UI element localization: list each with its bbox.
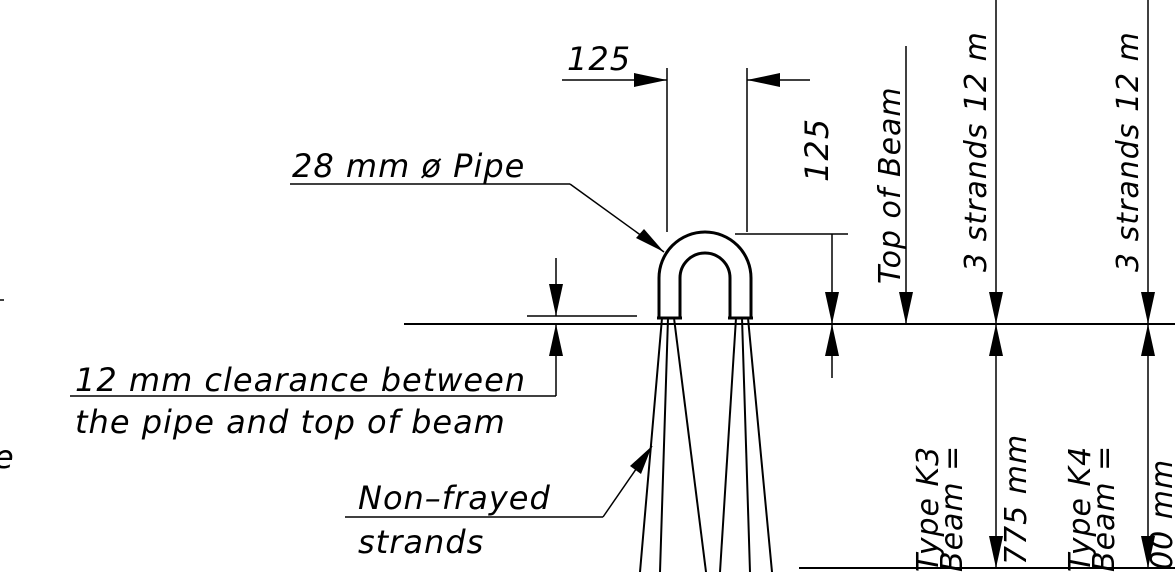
vertical-dimension-label: 125 <box>798 118 836 182</box>
nonfrayed-label-line1: Non–frayed <box>358 479 551 517</box>
strand-line <box>672 316 708 572</box>
strand-line <box>638 316 664 572</box>
horizontal-dimension-label: 125 <box>567 40 631 78</box>
top-of-beam-label: Top of Beam <box>873 86 908 284</box>
arrowhead <box>899 292 913 324</box>
arrowhead <box>636 229 664 252</box>
k4-type-label: Type K4 <box>1063 446 1098 572</box>
k4-depth-label: 900 mm <box>1145 459 1175 572</box>
vertical-125-dimension: 125 <box>735 118 848 378</box>
strand-line <box>740 316 752 572</box>
arrowhead <box>1141 324 1155 356</box>
arrowhead <box>989 536 1003 568</box>
type-k4-beam-dimension: Type K4 Beam = 900 mm <box>1063 324 1175 572</box>
pipe-callout: 28 mm ø Pipe <box>290 147 665 253</box>
k4-beam-label: Beam = <box>1087 445 1122 572</box>
strands-k4-label: 3 strands 12 m <box>1111 31 1146 272</box>
arrowhead <box>630 446 652 474</box>
arrowhead <box>989 324 1003 356</box>
strand-line <box>718 316 738 572</box>
k3-beam-label: Beam = <box>935 445 970 572</box>
nonfrayed-label-line2: strands <box>358 523 484 561</box>
clearance-dimension: 12 mm clearance between the pipe and top… <box>70 258 637 441</box>
arrowhead <box>549 324 563 356</box>
top-of-beam-callout: Top of Beam <box>873 46 913 324</box>
arrowhead <box>825 292 839 324</box>
clearance-label-line1: 12 mm clearance between <box>75 361 526 399</box>
arrowhead <box>1141 536 1155 568</box>
arrowhead <box>1141 292 1155 324</box>
k3-depth-label: 775 mm <box>999 434 1034 565</box>
arrowhead <box>825 324 839 356</box>
clearance-label-line2: the pipe and top of beam <box>75 403 506 441</box>
pipe-inner <box>678 251 732 318</box>
pipe-outer <box>657 230 753 318</box>
arrowhead <box>989 292 1003 324</box>
strands-k3-callout: 3 strands 12 m <box>959 0 1003 324</box>
k3-type-label: Type K3 <box>911 446 946 572</box>
type-k3-beam-dimension: Type K3 Beam = 775 mm <box>911 324 1034 572</box>
strands-k3-label: 3 strands 12 m <box>959 31 994 272</box>
left-edge-text-fragment: e <box>0 438 15 476</box>
arrowhead <box>634 73 667 87</box>
strand-line <box>658 316 670 572</box>
arrowhead <box>549 284 563 316</box>
nonfrayed-callout: Non–frayed strands <box>345 445 653 561</box>
horizontal-125-dimension: 125 <box>562 40 810 232</box>
strands <box>638 316 774 572</box>
arrowhead <box>747 73 780 87</box>
strands-k4-callout: 3 strands 12 m <box>1111 0 1155 324</box>
pipe-label: 28 mm ø Pipe <box>292 147 525 185</box>
strand-line <box>746 316 774 572</box>
